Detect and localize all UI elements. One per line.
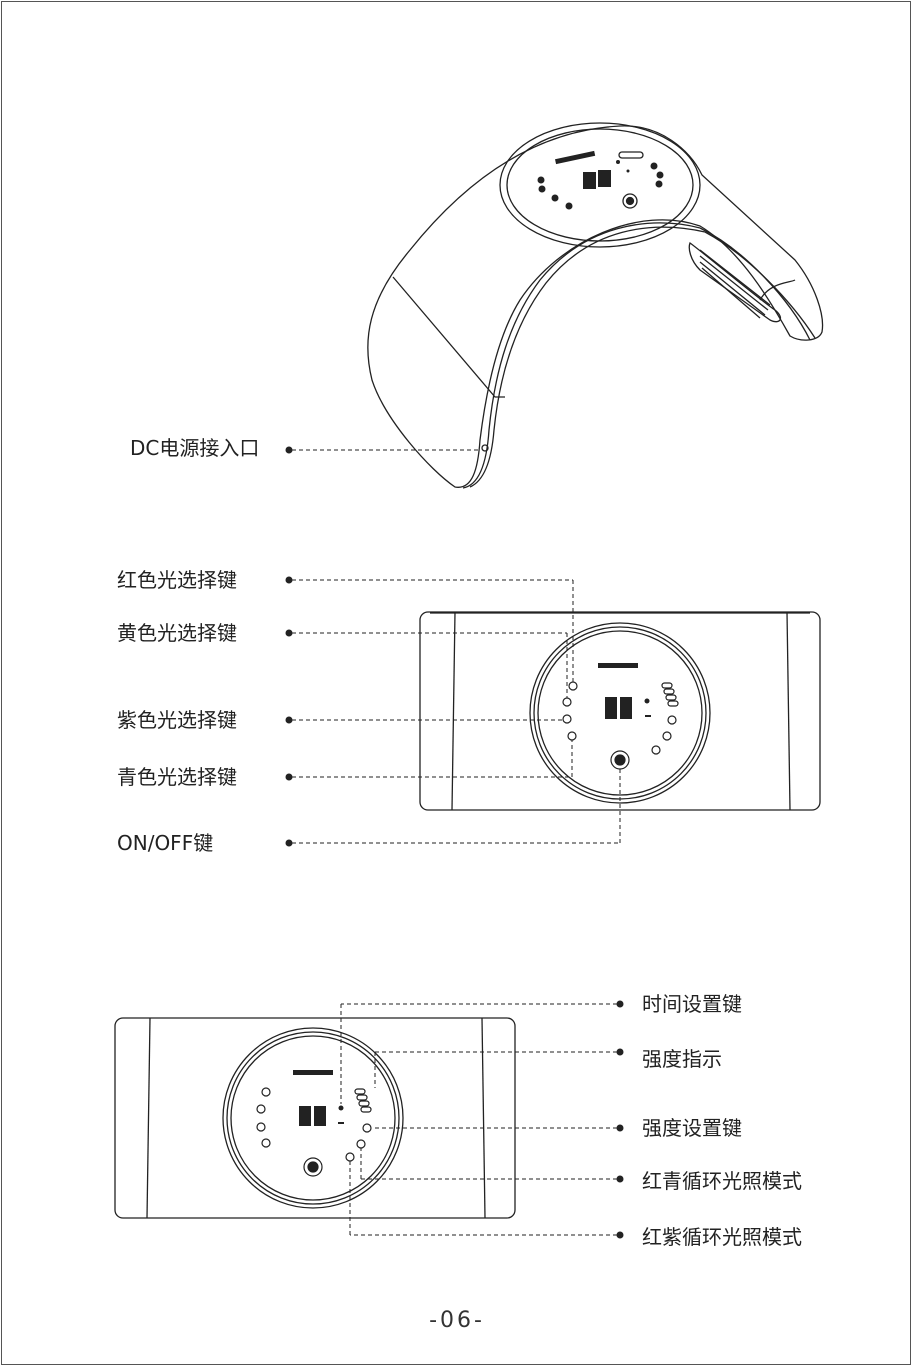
intensity-button-label: 强度设置键: [642, 1116, 742, 1140]
device-back-drawing: [114, 1017, 516, 1219]
purple-light-button-label: 紫色光选择键: [117, 708, 237, 732]
dc-leader: [285, 446, 480, 454]
back-leaders: [340, 1003, 617, 1236]
dc-port-label: DC电源接入口: [130, 436, 260, 460]
intensity-indicator-label: 强度指示: [642, 1047, 722, 1071]
red-light-button-label: 红色光选择键: [117, 568, 237, 592]
red-cyan-cycle-mode-label: 红青循环光照模式: [642, 1169, 802, 1193]
device-perspective-drawing: [367, 122, 824, 489]
front-leader-dots: [285, 576, 293, 847]
power-button-label: ON/OFF键: [117, 831, 214, 855]
timer-button-label: 时间设置键: [642, 992, 742, 1016]
cyan-light-button-label: 青色光选择键: [117, 765, 237, 789]
back-leader-dots: [616, 1000, 624, 1239]
device-front-drawing: [419, 611, 821, 811]
page-number: -06-: [429, 1308, 485, 1333]
yellow-light-button-label: 黄色光选择键: [117, 621, 237, 645]
red-purple-cycle-mode-label: 红紫循环光照模式: [642, 1225, 802, 1249]
front-leaders: [292, 579, 621, 844]
